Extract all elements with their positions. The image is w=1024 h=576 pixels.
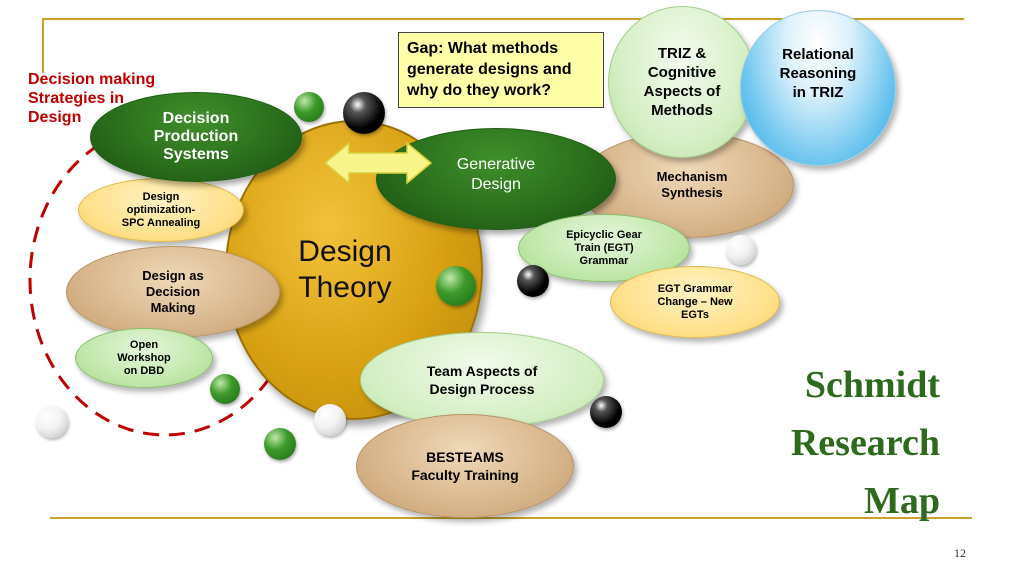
node-triz-cognitive[interactable]: TRIZ & Cognitive Aspects of Methods [608,6,756,158]
besteams-line2: Faculty Training [411,467,519,483]
node-design-optimization[interactable]: Design optimization- SPC Annealing [78,178,244,242]
relational-line2: Reasoning [779,64,857,82]
double-arrow-icon [323,141,433,185]
team-line1: Team Aspects of [426,363,538,379]
decision-strategies-label: Decision making Strategies in Design [28,70,155,127]
black-bubble-icon [343,92,385,134]
egt-change-line1: EGT Grammar [657,282,733,295]
epicyclic-line3: Grammar [579,254,629,267]
green-bubble-icon [294,92,324,122]
triz-line4: Methods [651,102,713,119]
node-decision-production-systems[interactable]: Decision Production Systems [90,92,302,182]
red-label-line3: Design [28,109,82,126]
title-line3: Map [864,480,940,522]
open-workshop-line1: Open [129,338,159,351]
node-epicyclic-gear-train[interactable]: Epicyclic Gear Train (EGT) Grammar [518,214,690,282]
node-generative-design[interactable]: Generative Design [376,128,616,230]
epicyclic-line2: Train (EGT) [574,241,634,254]
triz-line2: Cognitive [647,64,717,81]
node-egt-grammar-change[interactable]: EGT Grammar Change – New EGTs [610,266,780,338]
top-rule [42,18,964,20]
gap-line2: generate designs and [407,61,572,78]
title-line1: Schmidt [804,364,940,406]
egt-change-line3: EGTs [681,308,709,321]
node-open-workshop[interactable]: Open Workshop on DBD [75,328,213,388]
decision-production-line1: Decision [162,110,230,127]
node-design-as-decision-making[interactable]: Design as Decision Making [66,246,280,338]
design-theory-line2: Theory [298,271,392,304]
white-bubble-icon [726,235,756,265]
top-rule-left-stub [42,18,44,73]
green-bubble-icon [436,266,476,306]
triz-line1: TRIZ & [657,45,707,62]
design-decision-line2: Decision [145,284,201,299]
white-bubble-icon [36,406,68,438]
white-bubble-icon [314,404,346,436]
decision-production-line3: Systems [163,146,229,163]
besteams-line1: BESTEAMS [426,449,504,465]
red-label-line2: Strategies in [28,90,125,107]
node-besteams[interactable]: BESTEAMS Faculty Training [356,414,574,518]
design-optimization-line1: Design [142,190,180,203]
open-workshop-line3: on DBD [123,364,165,377]
design-decision-line3: Making [150,300,196,315]
node-team-aspects[interactable]: Team Aspects of Design Process [360,332,604,428]
decision-production-line2: Production [153,128,239,145]
red-label-line1: Decision making [28,71,156,88]
mechanism-line2: Synthesis [661,185,723,200]
slide-title: Schmidt Research Map [791,356,940,530]
page-number: 12 [954,546,966,560]
title-line2: Research [790,422,940,464]
gap-line1: Gap: What methods [407,40,559,57]
design-optimization-line2: optimization- [126,203,196,216]
relational-line3: in TRIZ [792,83,844,101]
bottom-rule [50,517,972,519]
egt-change-line2: Change – New [657,295,733,308]
mechanism-line1: Mechanism [656,169,728,184]
design-optimization-line3: SPC Annealing [121,216,201,229]
black-bubble-icon [517,265,549,297]
green-bubble-icon [264,428,296,460]
relational-line1: Relational [782,45,854,63]
gap-line3: why do they work? [407,82,552,99]
design-theory-line1: Design [298,235,392,268]
epicyclic-line1: Epicyclic Gear [566,228,642,241]
generative-line2: Design [471,176,521,193]
black-bubble-icon [590,396,622,428]
open-workshop-line2: Workshop [117,351,171,364]
generative-line1: Generative [456,156,536,173]
gap-question-box: Gap: What methods generate designs and w… [398,32,604,108]
node-relational-reasoning[interactable]: Relational Reasoning in TRIZ [740,10,896,166]
green-bubble-icon [210,374,240,404]
design-decision-line1: Design as [142,268,204,283]
team-line2: Design Process [429,381,535,397]
triz-line3: Aspects of [643,83,721,100]
